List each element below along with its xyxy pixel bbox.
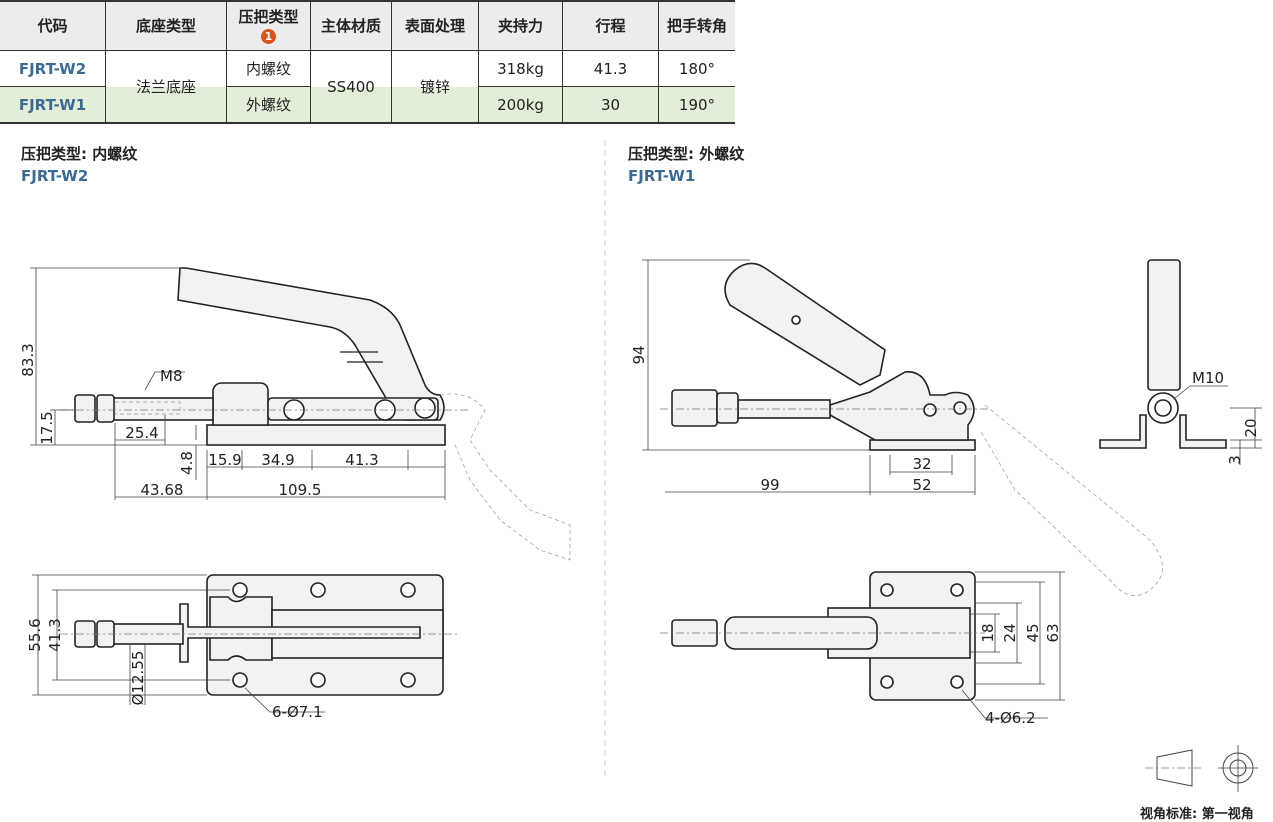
base-plate bbox=[869, 439, 976, 451]
dim-hole-spacing: 41.3 bbox=[46, 618, 64, 651]
dim-hole-pitch: 32 bbox=[912, 455, 931, 473]
th-force: 夹持力 bbox=[478, 0, 563, 51]
right-section-title: 压把类型: 外螺纹 FJRT-W1 bbox=[628, 143, 744, 187]
table-row: FJRT-W2 法兰底座 内螺纹 SS400 镀锌 318kg 41.3 180… bbox=[0, 50, 735, 124]
handle-grip bbox=[724, 262, 886, 386]
dim-24: 24 bbox=[1001, 623, 1019, 642]
dim-34-9: 34.9 bbox=[261, 451, 294, 469]
note-badge: 1 bbox=[261, 29, 276, 44]
right-side-view: 94 99 52 32 bbox=[630, 259, 1163, 596]
th-base: 底座类型 bbox=[105, 0, 227, 51]
dim-holes: 4-Ø6.2 bbox=[985, 709, 1036, 727]
left-code: FJRT-W2 bbox=[21, 167, 89, 185]
dim-15-9: 15.9 bbox=[208, 451, 241, 469]
left-side-view: 83.3 17.5 M8 25.4 4.8 15.9 34.9 41.3 43.… bbox=[19, 267, 571, 561]
cell-force: 200kg bbox=[478, 86, 563, 124]
th-code: 代码 bbox=[0, 0, 106, 51]
left-section-title: 压把类型: 内螺纹 FJRT-W2 bbox=[21, 143, 137, 187]
dim-rod: 43.68 bbox=[141, 481, 184, 499]
body bbox=[829, 371, 975, 441]
dim-base-length: 52 bbox=[912, 476, 931, 494]
left-plan-view: 55.6 41.3 Ø12.55 6-Ø7.1 bbox=[26, 574, 460, 721]
pivot bbox=[414, 397, 436, 419]
handle-end bbox=[1147, 259, 1181, 391]
th-angle: 把手转角 bbox=[658, 0, 735, 51]
cell-angle: 180° bbox=[658, 50, 735, 87]
cell-stroke: 41.3 bbox=[562, 50, 659, 87]
left-title: 压把类型: 内螺纹 bbox=[21, 145, 138, 163]
handle-open-ghost bbox=[439, 393, 571, 561]
th-handle-label: 压把类型 bbox=[238, 8, 299, 26]
nut bbox=[671, 389, 718, 427]
cell-stroke: 30 bbox=[562, 86, 659, 124]
dim-63: 63 bbox=[1044, 623, 1062, 642]
dim-width: 55.6 bbox=[26, 618, 44, 651]
th-handle: 压把类型 1 bbox=[226, 0, 311, 51]
body-block bbox=[212, 382, 269, 426]
dim-18: 18 bbox=[979, 623, 997, 642]
cell-force: 318kg bbox=[478, 50, 563, 87]
dim-base-length: 109.5 bbox=[279, 481, 322, 499]
dim-end-height: 20 bbox=[1242, 418, 1260, 437]
dim-rod: 99 bbox=[760, 476, 779, 494]
right-end-view: M10 20 3 bbox=[1099, 259, 1262, 465]
plunger-rod bbox=[112, 397, 214, 421]
nut bbox=[74, 394, 96, 423]
t-handle bbox=[179, 603, 421, 663]
dim-rod-diameter: Ø12.55 bbox=[129, 651, 147, 706]
cell-angle: 190° bbox=[658, 86, 735, 124]
th-finish: 表面处理 bbox=[391, 0, 479, 51]
handle-open-ghost bbox=[979, 404, 1163, 596]
dim-height: 83.3 bbox=[19, 343, 37, 376]
dim-45: 45 bbox=[1024, 623, 1042, 642]
projection-label: 视角标准: 第一视角 bbox=[1140, 807, 1254, 822]
cell-base: 法兰底座 bbox=[105, 50, 227, 124]
dim-41-3: 41.3 bbox=[345, 451, 378, 469]
handle bbox=[177, 267, 445, 421]
cell-finish: 镀锌 bbox=[391, 50, 479, 124]
dim-base-thickness: 4.8 bbox=[178, 451, 196, 475]
dim-thread: M10 bbox=[1192, 369, 1224, 387]
dim-axis-height: 17.5 bbox=[38, 411, 56, 444]
table-row: FJRT-W1 外螺纹 200kg 30 190° bbox=[0, 86, 735, 124]
cell-code: FJRT-W1 bbox=[0, 86, 106, 124]
dim-end-thickness: 3 bbox=[1226, 455, 1244, 465]
right-title: 压把类型: 外螺纹 bbox=[628, 145, 745, 163]
th-material: 主体材质 bbox=[310, 0, 392, 51]
linkage bbox=[267, 397, 439, 421]
right-code: FJRT-W1 bbox=[628, 167, 696, 185]
base-plate bbox=[206, 424, 446, 446]
dim-height: 94 bbox=[630, 345, 648, 364]
right-plan-view: 18 24 45 63 4-Ø6.2 bbox=[660, 571, 1065, 727]
dim-holes: 6-Ø7.1 bbox=[272, 703, 323, 721]
cell-handle: 内螺纹 bbox=[226, 50, 311, 87]
dim-thread-length: 25.4 bbox=[125, 424, 158, 442]
nut bbox=[96, 394, 115, 423]
cell-handle: 外螺纹 bbox=[226, 86, 311, 124]
cell-material: SS400 bbox=[310, 50, 392, 124]
first-angle-projection-icon bbox=[1145, 745, 1258, 792]
dim-thread: M8 bbox=[160, 367, 183, 385]
